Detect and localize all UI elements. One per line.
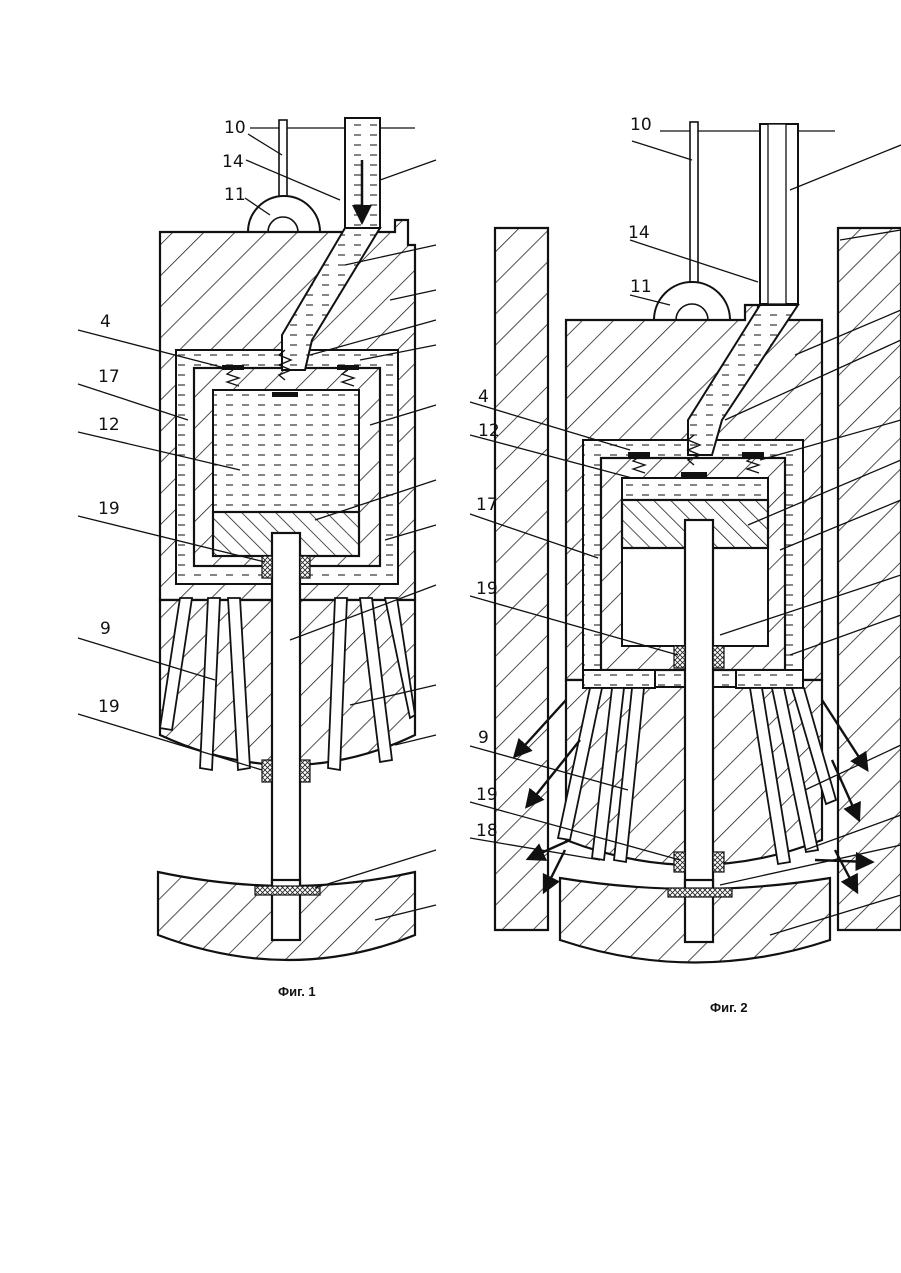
caption-fig2: Фиг. 2 bbox=[710, 1000, 748, 1015]
figure-1: 10 14 11 4 17 12 19 9 19 Фиг. 1 bbox=[78, 118, 436, 999]
label-9: 9 bbox=[100, 619, 111, 639]
label-19: 19 bbox=[98, 499, 120, 519]
label-19: 19 bbox=[476, 579, 498, 599]
seal-19 bbox=[674, 646, 685, 668]
label-17: 17 bbox=[476, 495, 498, 515]
figure-2: 10 14 11 4 12 17 19 9 19 18 Фиг. 2 bbox=[470, 115, 901, 1015]
label-11: 11 bbox=[224, 185, 246, 205]
label-12: 12 bbox=[478, 421, 500, 441]
label-14: 14 bbox=[222, 152, 244, 172]
label-17: 17 bbox=[98, 367, 120, 387]
caption-fig1: Фиг. 1 bbox=[278, 984, 316, 999]
label-19b: 19 bbox=[476, 785, 498, 805]
label-14: 14 bbox=[628, 223, 650, 243]
label-18: 18 bbox=[476, 821, 498, 841]
liquid-chamber bbox=[213, 390, 359, 512]
label-4: 4 bbox=[100, 312, 111, 332]
label-19b: 19 bbox=[98, 697, 120, 717]
seal-19 bbox=[262, 556, 272, 578]
label-12: 12 bbox=[98, 415, 120, 435]
label-11: 11 bbox=[630, 277, 652, 297]
label-9: 9 bbox=[478, 728, 489, 748]
label-4: 4 bbox=[478, 387, 489, 407]
borehole-wall-left bbox=[495, 228, 548, 930]
label-10: 10 bbox=[630, 115, 652, 135]
label-10: 10 bbox=[224, 118, 246, 138]
